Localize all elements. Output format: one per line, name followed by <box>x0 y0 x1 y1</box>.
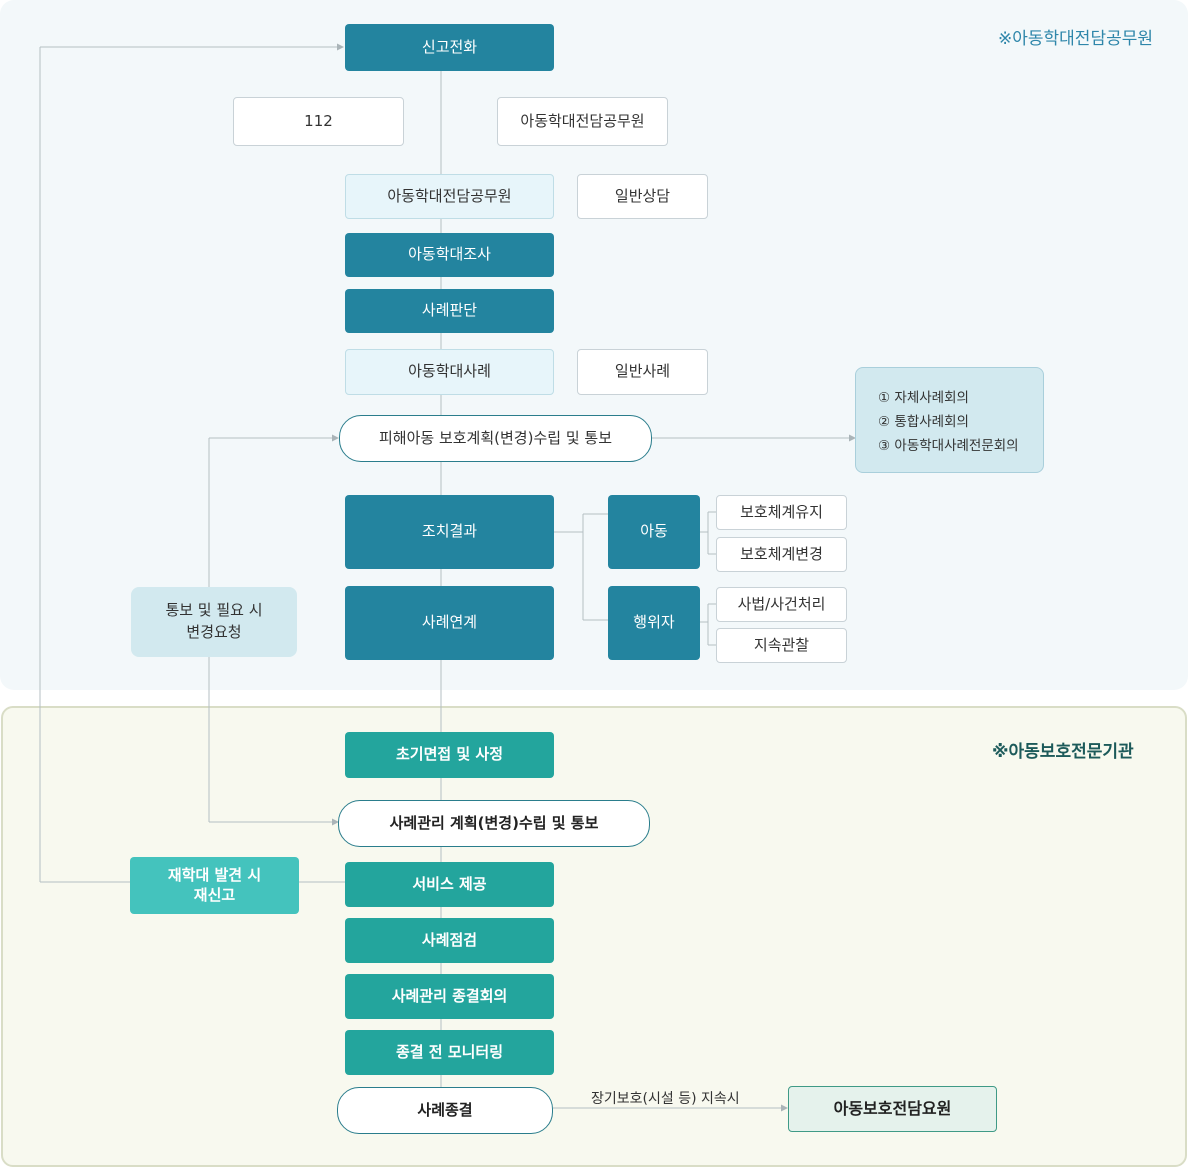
conference-item: ③ 아동학대사례전문회의 <box>878 438 1019 454</box>
official-node: 아동학대전담공무원 <box>345 174 554 219</box>
keep-system-node: 보호체계유지 <box>716 495 847 530</box>
long-term-edge-label: 장기보호(시설 등) 지속시 <box>591 1091 740 1107</box>
case-check-node: 사례점검 <box>345 918 554 963</box>
police-112-node: 112 <box>233 97 404 146</box>
case-close-node: 사례종결 <box>337 1087 553 1134</box>
notify-request-node: 통보 및 필요 시 변경요청 <box>131 587 297 657</box>
agency-section-label: ※아동보호전문기관 <box>992 742 1134 762</box>
case-link-node: 사례연계 <box>345 586 554 660</box>
perpetrator-node: 행위자 <box>608 586 700 660</box>
child-node: 아동 <box>608 495 700 569</box>
general-counsel-node: 일반상담 <box>577 174 708 219</box>
observation-node: 지속관찰 <box>716 628 847 663</box>
investigation-node: 아동학대조사 <box>345 233 554 277</box>
service-node: 서비스 제공 <box>345 862 554 907</box>
official-section-label: ※아동학대전담공무원 <box>998 29 1154 49</box>
conference-item: ② 통합사례회의 <box>878 414 969 430</box>
conference-item: ① 자체사례회의 <box>878 390 969 406</box>
case-mgmt-plan-node: 사례관리 계획(변경)수립 및 통보 <box>338 800 650 847</box>
closing-meeting-node: 사례관리 종결회의 <box>345 974 554 1019</box>
case-judgment-node: 사례판단 <box>345 289 554 333</box>
judicial-node: 사법/사건처리 <box>716 587 847 622</box>
abuse-case-node: 아동학대사례 <box>345 349 554 395</box>
child-protection-staff-node: 아동보호전담요원 <box>788 1086 997 1132</box>
conference-list: ① 자체사례회의 ② 통합사례회의 ③ 아동학대사례전문회의 <box>855 367 1044 473</box>
monitoring-node: 종결 전 모니터링 <box>345 1030 554 1075</box>
change-system-node: 보호체계변경 <box>716 537 847 572</box>
action-result-node: 조치결과 <box>345 495 554 569</box>
official-intake-node: 아동학대전담공무원 <box>497 97 668 146</box>
general-case-node: 일반사례 <box>577 349 708 395</box>
re-report-node: 재학대 발견 시 재신고 <box>130 857 299 914</box>
protection-plan-node: 피해아동 보호계획(변경)수립 및 통보 <box>339 415 652 462</box>
report-call-node: 신고전화 <box>345 24 554 71</box>
initial-interview-node: 초기면접 및 사정 <box>345 732 554 778</box>
